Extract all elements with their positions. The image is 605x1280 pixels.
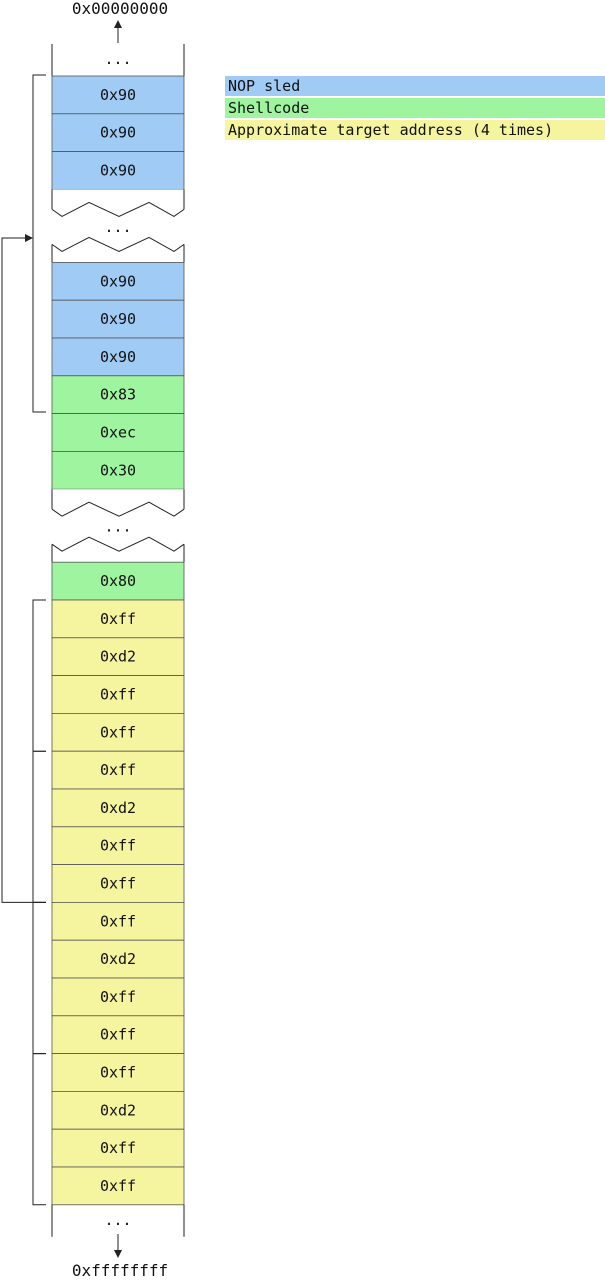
memory-cell-value: 0xd2 [100, 950, 136, 968]
memory-cell-address [51, 599, 185, 639]
memory-cell-value: 0xff [100, 1064, 136, 1082]
jump-arrow-line [1, 237, 46, 903]
memory-cell-address [51, 637, 185, 676]
ellipsis-text: ... [104, 50, 131, 68]
memory-cell-address [51, 1015, 185, 1054]
memory-cell-address [51, 1091, 185, 1130]
memory-cell-value: 0x90 [100, 310, 136, 328]
legend-shellcode: Shellcode [225, 98, 605, 118]
ellipsis-text: ... [104, 1211, 131, 1229]
high-address-label: 0xffffffff [71, 1261, 169, 1280]
memory-cell-nop [51, 299, 185, 339]
nop-sled-bracket [32, 74, 46, 413]
memory-cell-nop [51, 261, 185, 301]
break-zigzag [51, 536, 185, 552]
address-group-bracket [32, 901, 46, 1055]
break-zigzag [51, 201, 185, 217]
memory-cell-value: 0x90 [100, 86, 136, 104]
memory-cell-address [51, 1166, 185, 1206]
memory-cell-address [51, 675, 185, 714]
memory-cell-address [51, 902, 185, 941]
memory-cell-shellcode [51, 561, 185, 601]
memory-cell-address [51, 1128, 185, 1168]
memory-cell-nop [51, 151, 185, 190]
gap-background [52, 489, 184, 563]
break-zigzag [51, 236, 185, 252]
memory-cell-value: 0x90 [100, 124, 136, 142]
memory-cell-address [51, 826, 185, 865]
low-address-label: 0x00000000 [71, 0, 169, 18]
legend-nop-sled: NOP sled [225, 76, 605, 96]
memory-cell-value: 0xff [100, 1177, 136, 1195]
memory-cell-nop [51, 337, 185, 377]
memory-cell-value: 0x90 [100, 272, 136, 290]
memory-cell-value: 0xff [100, 761, 136, 779]
memory-cell-value: 0xff [100, 912, 136, 930]
memory-cell-value: 0xff [100, 610, 136, 628]
memory-cell-value: 0xff [100, 723, 136, 741]
memory-cell-value: 0xec [100, 424, 136, 442]
jump-arrow-head [25, 234, 33, 242]
memory-cell-nop [51, 75, 185, 115]
memory-cell-address [51, 1053, 185, 1092]
break-zigzag [51, 501, 185, 517]
memory-cell-address [51, 750, 185, 790]
ellipsis-text: ... [104, 518, 131, 536]
memory-cell-value: 0xd2 [100, 799, 136, 817]
legend-target-address: Approximate target address (4 times) [225, 120, 605, 140]
memory-cell-value: 0xd2 [100, 1101, 136, 1119]
memory-cell-address [51, 939, 185, 979]
memory-cell-shellcode [51, 375, 185, 414]
memory-cell-value: 0x90 [100, 162, 136, 180]
address-group-bracket [32, 1053, 46, 1206]
up-arrow-head [114, 20, 122, 28]
memory-cell-value: 0x90 [100, 348, 136, 366]
ellipsis-text: ... [104, 218, 131, 236]
memory-cell-value: 0x83 [100, 386, 136, 404]
memory-cell-value: 0xff [100, 686, 136, 704]
memory-cell-value: 0xff [100, 1139, 136, 1157]
memory-cell-value: 0xff [100, 837, 136, 855]
memory-cell-address [51, 864, 185, 903]
memory-cell-value: 0xd2 [100, 648, 136, 666]
memory-cell-value: 0x30 [100, 461, 136, 479]
memory-cell-shellcode [51, 450, 185, 490]
memory-cell-address [51, 977, 185, 1017]
address-group-bracket [32, 599, 46, 752]
memory-cell-shellcode [51, 413, 185, 452]
memory-cell-value: 0x80 [100, 572, 136, 590]
memory-cell-nop [51, 113, 185, 153]
memory-cell-address [51, 788, 185, 828]
memory-cell-value: 0xff [100, 988, 136, 1006]
down-arrow-head [114, 1250, 122, 1258]
memory-cell-value: 0xff [100, 1026, 136, 1044]
gap-background [52, 189, 184, 263]
memory-cell-address [51, 713, 185, 752]
memory-cell-value: 0xff [100, 875, 136, 893]
address-group-bracket [32, 750, 46, 903]
